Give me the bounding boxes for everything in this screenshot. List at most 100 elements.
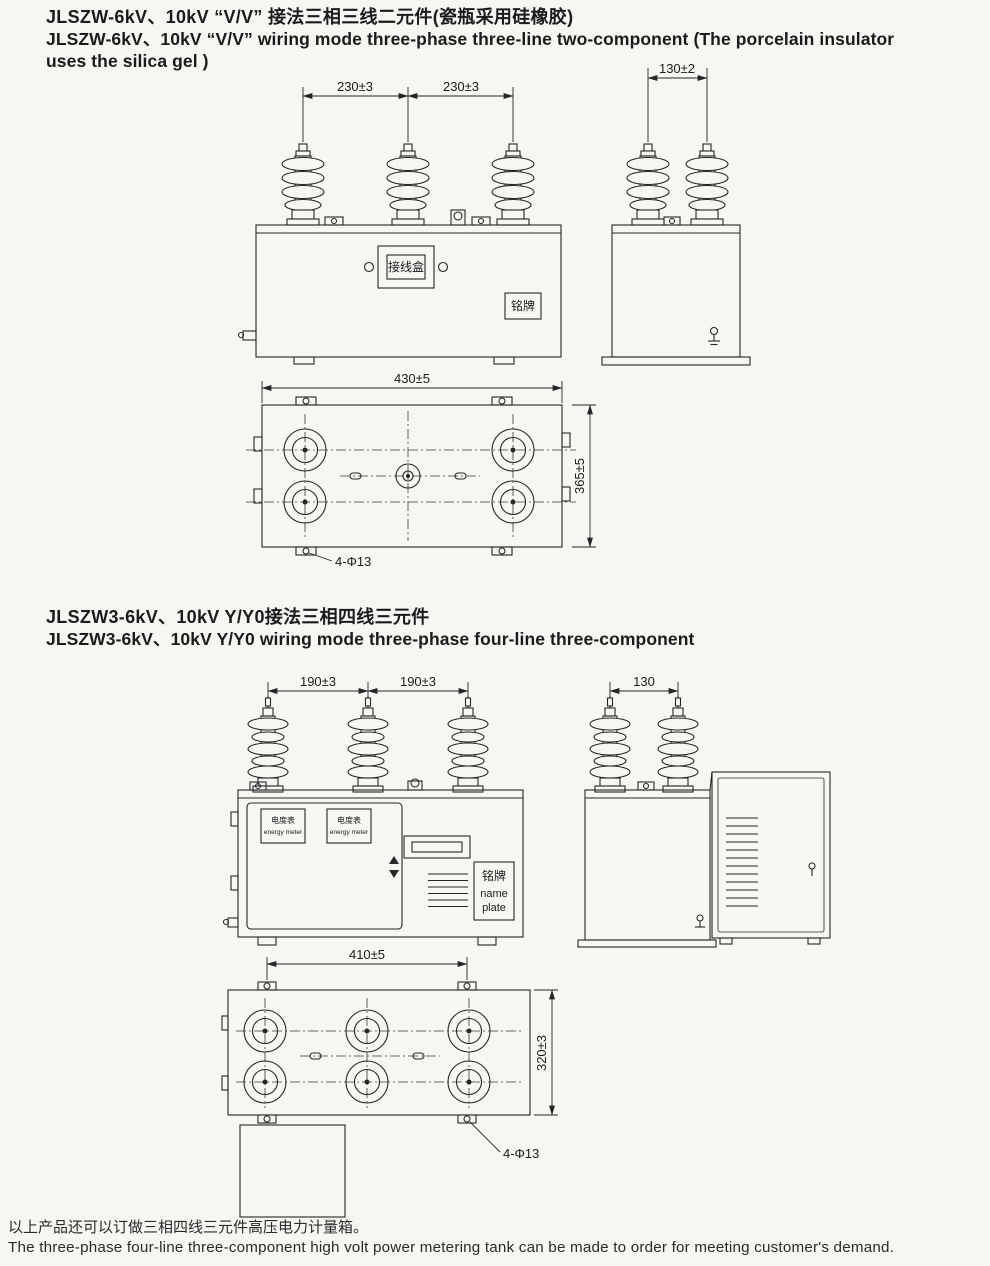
fig1-tank-side bbox=[601, 216, 751, 366]
fig2-holes-label: 4-Φ13 bbox=[503, 1146, 539, 1161]
fig2-mounting-tabs bbox=[221, 981, 477, 1124]
fig1-centerlines bbox=[246, 411, 576, 541]
ground-terminal-icon bbox=[695, 914, 705, 928]
energy-meter-window-2: 电度表 energy meter bbox=[326, 808, 372, 844]
section1-header: JLSZW-6kV、10kV “V/V” 接法三相三线二元件(瓷瓶采用硅橡胶) … bbox=[46, 6, 894, 72]
bushing-insulator bbox=[626, 143, 670, 226]
meter-cabinet-plan bbox=[239, 1124, 346, 1218]
cabinet-vent-louvers bbox=[726, 817, 758, 907]
fig1-dim-phase-right: 230±3 bbox=[443, 79, 479, 94]
base-flange bbox=[577, 939, 717, 948]
drain-valve bbox=[227, 917, 239, 928]
fig1-side-dimensions: 130±2 bbox=[647, 61, 708, 142]
fig2-slot-panel bbox=[403, 835, 471, 859]
hinge bbox=[230, 811, 239, 827]
foot bbox=[477, 936, 497, 946]
fig2-front-dimensions: 190±3 190±3 bbox=[267, 674, 469, 700]
fig1-junction-box: 接线盒 bbox=[363, 245, 449, 289]
fig2-nameplate-en2: plate bbox=[482, 902, 506, 914]
fig2-dim-phase-left: 190±3 bbox=[300, 674, 336, 689]
slot bbox=[349, 472, 362, 480]
bushing-insulator bbox=[657, 695, 699, 793]
lifting-lug bbox=[450, 209, 466, 226]
bushing-insulator bbox=[386, 143, 430, 226]
fig2-top-dimensions: 410±5 320±3 bbox=[266, 947, 558, 1116]
energy-meter-1-en: energy meter bbox=[264, 829, 303, 836]
lid-tab bbox=[471, 216, 491, 226]
section2-title-zh: JLSZW3-6kV、10kV Y/Y0接法三相四线三元件 bbox=[46, 607, 430, 627]
section1-title-en-line1: JLSZW-6kV、10kV “V/V” wiring mode three-p… bbox=[46, 29, 895, 49]
fig2-holes-callout: 4-Φ13 bbox=[469, 1121, 539, 1161]
fig2-vent-louvers bbox=[428, 873, 468, 908]
fig1-top-view: 430±5 365±5 bbox=[246, 371, 596, 569]
bushing-insulator bbox=[589, 695, 631, 793]
tank-body bbox=[255, 224, 562, 358]
fig1-front-dimensions: 230±3 230±3 bbox=[302, 79, 514, 142]
foot bbox=[719, 937, 733, 945]
foot bbox=[257, 936, 277, 946]
bushing-insulator bbox=[447, 695, 489, 793]
lid-tab bbox=[249, 781, 267, 791]
base-flange bbox=[601, 356, 751, 366]
fig2-tank-front bbox=[222, 778, 524, 946]
junction-box-label: 接线盒 bbox=[388, 259, 424, 274]
lid-tab bbox=[324, 216, 344, 226]
foot bbox=[807, 937, 821, 945]
tank-body-side bbox=[611, 224, 741, 358]
ground-terminal-icon bbox=[708, 326, 720, 346]
foot bbox=[293, 356, 315, 365]
fig2-nameplate: 铭牌 name plate bbox=[473, 861, 515, 921]
fig1-front-view: 230±3 230±3 bbox=[237, 79, 562, 365]
energy-meter-1-zh: 电度表 bbox=[271, 815, 295, 825]
foot bbox=[493, 356, 515, 365]
fig1-nameplate-label: 铭牌 bbox=[511, 298, 535, 313]
footer-note-en: The three-phase four-line three-componen… bbox=[8, 1239, 895, 1256]
fig1-tank-front bbox=[237, 209, 562, 365]
section1-title-en-line2: uses the silica gel ) bbox=[46, 51, 209, 71]
energy-meter-2-en: energy meter bbox=[330, 829, 369, 836]
fig1-dim-phase-left: 230±3 bbox=[337, 79, 373, 94]
fig1-side-view: 130±2 bbox=[601, 61, 751, 366]
fig1-top-dimensions: 430±5 365±5 bbox=[261, 371, 596, 548]
door-handle-icon bbox=[389, 856, 399, 878]
fig1-dim-depth: 365±5 bbox=[572, 458, 587, 494]
fig1-mounting-tabs bbox=[253, 396, 571, 556]
fig2-dim-depth-pitch: 130 bbox=[633, 674, 655, 689]
cabinet-lock-icon bbox=[808, 862, 816, 876]
fig2-nameplate-en1: name bbox=[480, 888, 508, 900]
fig2-nameplate-zh: 铭牌 bbox=[482, 868, 506, 883]
tank-body-side bbox=[584, 789, 711, 941]
tank-plan-outline bbox=[227, 989, 531, 1116]
bushing-insulator bbox=[347, 695, 389, 793]
fig1-holes-callout: 4-Φ13 bbox=[308, 552, 371, 569]
section1-title-zh: JLSZW-6kV、10kV “V/V” 接法三相三线二元件(瓷瓶采用硅橡胶) bbox=[46, 7, 574, 27]
fig2-centerlines bbox=[236, 998, 522, 1108]
lid-tab bbox=[637, 781, 655, 791]
fig2-dim-phase-right: 190±3 bbox=[400, 674, 436, 689]
fig1-holes-label: 4-Φ13 bbox=[335, 554, 371, 569]
bushing-insulator bbox=[685, 143, 729, 226]
section2-title-en: JLSZW3-6kV、10kV Y/Y0 wiring mode three-p… bbox=[46, 629, 695, 649]
bushing-insulator bbox=[247, 695, 289, 793]
energy-meter-2-zh: 电度表 bbox=[337, 815, 361, 825]
fig1-nameplate: 铭牌 bbox=[504, 292, 542, 320]
fig2-top-view: 410±5 320±3 bbox=[221, 947, 558, 1218]
slot bbox=[309, 1052, 322, 1060]
fig2-side-view: 130 bbox=[577, 674, 831, 948]
section2-header: JLSZW3-6kV、10kV Y/Y0接法三相四线三元件 JLSZW3-6kV… bbox=[46, 606, 694, 650]
fig2-dim-depth: 320±3 bbox=[534, 1035, 549, 1071]
fig2-front-view: 190±3 190±3 bbox=[222, 674, 524, 946]
fig1-dim-depth-pitch: 130±2 bbox=[659, 61, 695, 76]
fig2-meter-door: 电度表 energy meter 电度表 energy meter bbox=[246, 802, 403, 930]
fig2-meter-cabinet-side bbox=[709, 771, 831, 945]
energy-meter-window-1: 电度表 energy meter bbox=[260, 808, 306, 844]
bushing-insulator bbox=[491, 143, 535, 226]
fig2-dim-width: 410±5 bbox=[349, 947, 385, 962]
fig2-tank-side bbox=[577, 781, 717, 948]
fig2-side-dimensions: 130 bbox=[609, 674, 679, 700]
footer-note: 以上产品还可以订做三相四线三元件高压电力计量箱。 The three-phase… bbox=[8, 1218, 988, 1258]
drain-valve bbox=[242, 330, 257, 341]
tank-body bbox=[237, 789, 524, 938]
